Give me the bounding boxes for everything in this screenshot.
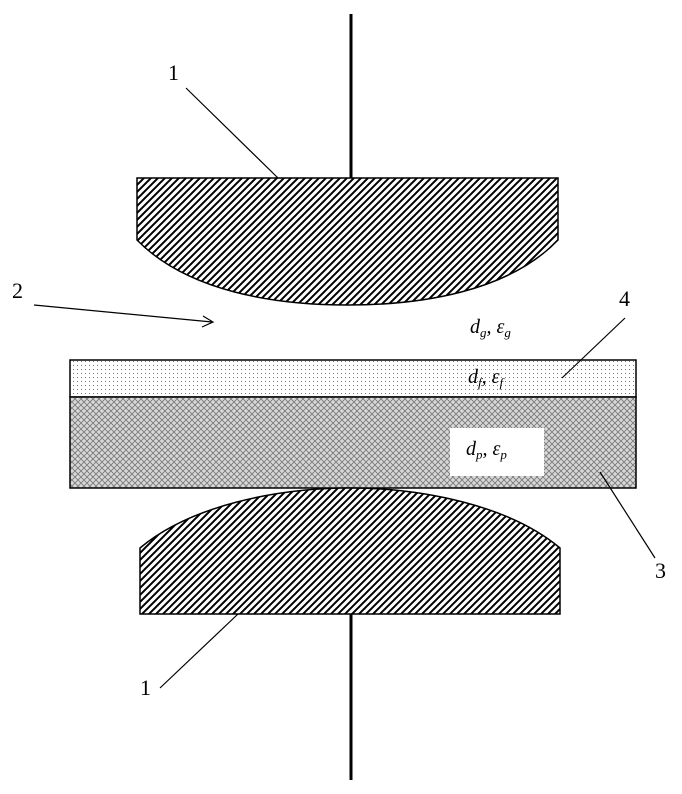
top-electrode	[136, 177, 559, 306]
plate-symbol-box	[450, 428, 544, 476]
label-plate: 3	[655, 558, 666, 583]
gap-symbol: dg, εg	[470, 316, 511, 340]
label-electrode-top: 1	[168, 60, 179, 85]
leader-line-1-bottom	[159, 613, 239, 689]
film-symbol: df, εf	[468, 366, 506, 390]
gap-arrow-line	[33, 304, 213, 323]
leader-line-4	[561, 317, 626, 379]
bottom-electrode	[139, 487, 561, 615]
label-electrode-bottom: 1	[140, 675, 151, 700]
label-gap: 2	[12, 278, 23, 303]
label-film: 4	[619, 286, 630, 311]
film-layer	[69, 359, 637, 398]
plate-layer	[69, 396, 637, 489]
plate-symbol: dp, εp	[466, 438, 507, 462]
leader-line-3	[599, 471, 656, 559]
leader-line-1-top	[185, 87, 279, 179]
gap-arrow-head	[201, 315, 215, 328]
